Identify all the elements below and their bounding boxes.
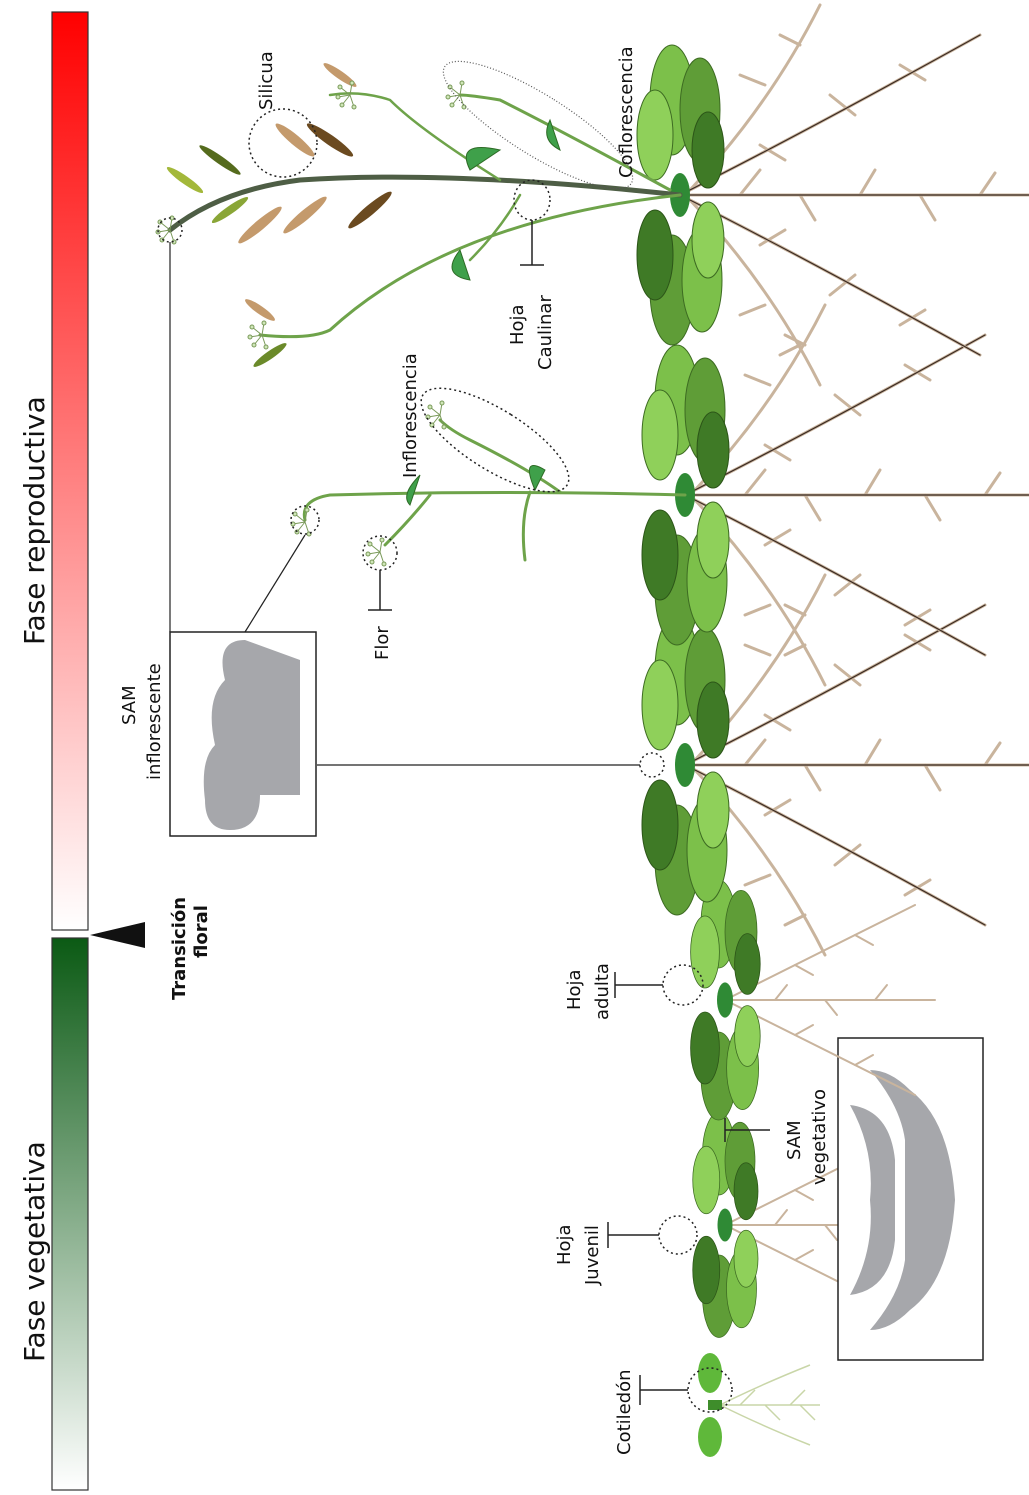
sam-inflorescence-connector <box>245 535 305 632</box>
flower-pointer <box>368 570 392 610</box>
cauline-leaf-label-1: Hoja <box>507 304 528 345</box>
inflorescence-label: Inflorescencia <box>400 353 421 478</box>
inflorescence-stems <box>304 420 685 560</box>
reproductive-phase-bar <box>52 12 88 930</box>
silique-label: Silicua <box>256 51 277 110</box>
sam-inflorescence-highlight <box>640 753 664 777</box>
floral-transition-label-2: floral <box>191 905 212 958</box>
vegetative-phase-bar <box>52 938 88 1490</box>
juvenile-leaf-pointer <box>608 1222 659 1248</box>
cauline-leaf-highlight <box>514 180 550 220</box>
juvenile-leaf-label-2: Juvenil <box>582 1225 603 1286</box>
transition-plant <box>642 575 1029 955</box>
juvenile-leaf-highlight <box>659 1216 697 1254</box>
siliques <box>165 60 395 369</box>
floral-transition-arrow <box>90 922 145 948</box>
juvenile-leaf-label-1: Hoja <box>554 1224 575 1265</box>
reproductive-phase-label: Fase reproductiva <box>18 396 51 645</box>
inflorescence-plant <box>642 305 1029 685</box>
mature-plant <box>637 5 1029 385</box>
sam-vegetative-label-2: vegetativo <box>809 1089 830 1185</box>
silique-highlight <box>249 109 317 177</box>
seedling-plant <box>698 1353 820 1457</box>
adult-leaf-pointer <box>615 972 663 998</box>
sam-inflorescence-label-1: SAM <box>119 685 140 725</box>
sam-inflorescence-label-2: inflorescente <box>144 663 165 780</box>
cauline-leaf-label-2: Caulinar <box>535 295 556 370</box>
floral-transition-label-1: Transición <box>169 897 190 1000</box>
flower-label: Flor <box>372 626 393 660</box>
coflorescence-label: Coflorescencia <box>616 46 637 178</box>
sam-vegetative-label-1: SAM <box>784 1120 805 1160</box>
adult-leaf-label-1: Hoja <box>564 969 585 1010</box>
cotyledon-label: Cotiledón <box>614 1369 635 1455</box>
cotyledon-pointer <box>640 1375 688 1405</box>
vegetative-phase-label: Fase vegetativa <box>18 1141 51 1362</box>
adult-leaf-label-2: adulta <box>592 963 613 1020</box>
